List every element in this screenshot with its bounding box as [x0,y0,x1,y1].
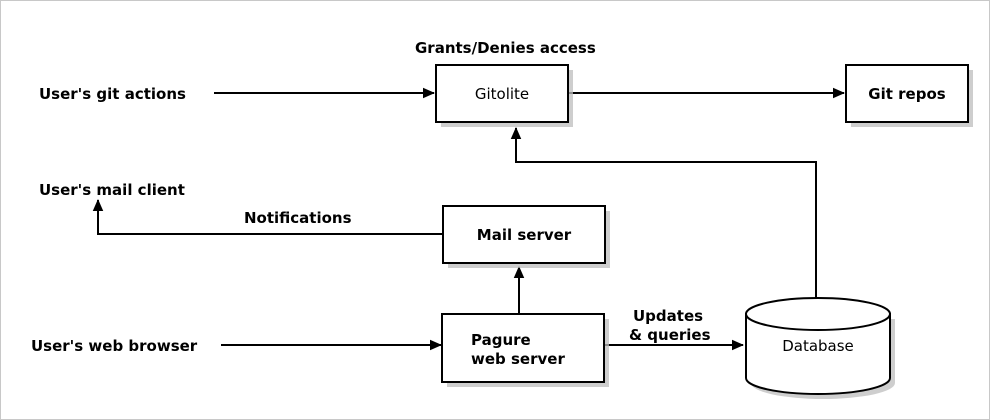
edge-label-notifications: Notifications [244,209,352,227]
node-pagure-web-server[interactable]: Pagure web server [441,313,609,387]
node-pagure-web-server-label-line1: Pagure [471,331,531,349]
edge-label-updates-line2: & queries [629,326,711,344]
edge-label-grants-denies-access: Grants/Denies access [415,39,596,57]
node-pagure-web-server-box[interactable] [441,313,605,383]
node-git-repos-label: Git repos [868,85,945,103]
actor-label-web-browser: User's web browser [31,337,198,355]
node-pagure-web-server-label-line2: web server [471,350,565,368]
edge-database-to-gitolite [510,127,817,313]
node-mail-server-label: Mail server [477,226,572,244]
node-gitolite-label: Gitolite [475,85,529,103]
node-mail-server-box[interactable] [442,205,606,264]
node-mail-server[interactable]: Mail server [442,205,610,268]
node-gitolite[interactable]: Gitolite [435,64,573,127]
node-database-body[interactable] [745,313,891,395]
node-database[interactable]: Database [745,297,895,399]
edge-label-updates-line1: Updates [633,307,703,325]
actor-label-mail-client: User's mail client [39,181,185,199]
node-gitolite-box[interactable] [435,64,569,123]
node-git-repos[interactable]: Git repos [845,64,973,127]
actor-label-git-actions: User's git actions [39,85,186,103]
edge-mail-server-to-mail-client [92,199,442,235]
node-git-repos-box[interactable] [845,64,969,123]
node-database-label: Database [782,337,854,355]
node-database-top-ellipse [745,297,891,331]
